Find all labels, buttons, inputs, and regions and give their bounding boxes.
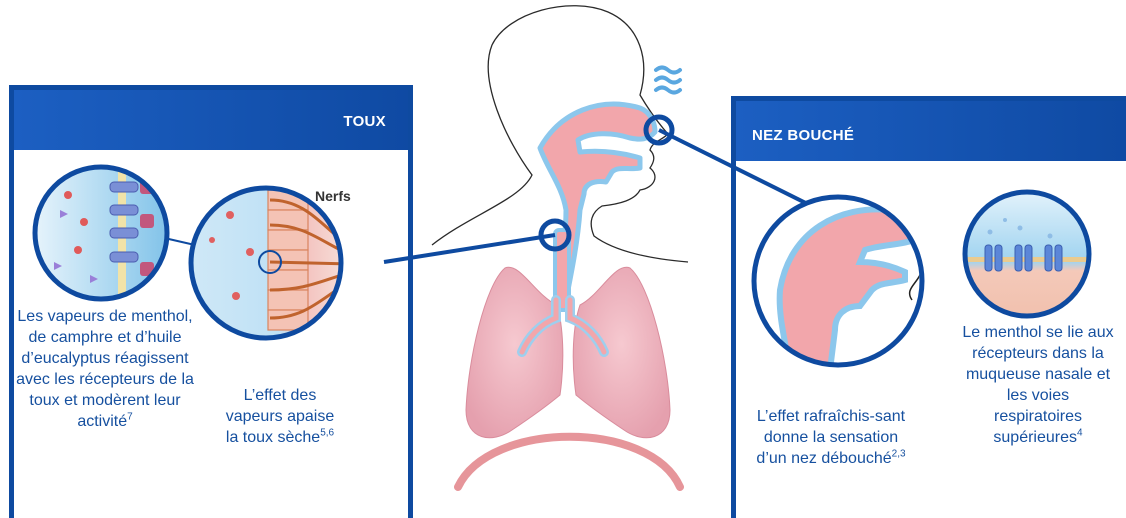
caption-vapors: Les vapeurs de menthol, de camphre et d’… <box>16 306 194 432</box>
caption-menthol: Le menthol se lie aux récepteurs dans la… <box>962 322 1114 448</box>
ref-7: 7 <box>127 412 133 423</box>
nerves-label: Nerfs <box>315 188 351 204</box>
ref-4: 4 <box>1077 428 1083 439</box>
menthol-receptors-circle <box>960 190 1095 320</box>
caption-cooling: L’effet rafraîchis-sant donne la sensati… <box>748 406 914 469</box>
ref-2-3: 2,3 <box>892 449 906 460</box>
ref-5-6: 5,6 <box>320 428 334 439</box>
caption-cough-relief: L’effet des vapeurs apaise la toux sèche… <box>218 385 342 448</box>
receptor-closeup-circle <box>30 160 175 310</box>
